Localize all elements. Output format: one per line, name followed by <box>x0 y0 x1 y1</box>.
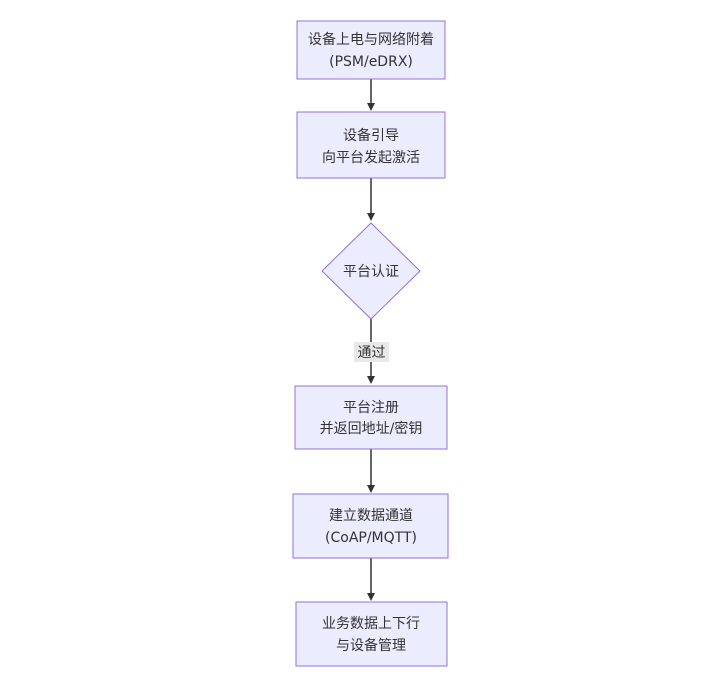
node-box <box>296 20 446 80</box>
node-box <box>292 493 449 559</box>
decision-platform-auth: 平台认证 <box>321 222 421 320</box>
node-label-line: 向平台发起激活 <box>322 149 420 166</box>
node-label-line: 平台认证 <box>343 264 399 280</box>
node-label-line: 业务数据上下行 <box>322 616 420 632</box>
node-label-line: 并返回地址/密钥 <box>320 420 423 437</box>
node-label-line: (PSM/eDRX) <box>329 54 413 70</box>
decision-diamond <box>321 222 421 320</box>
node-business-data: 业务数据上下行 与设备管理 <box>295 601 448 667</box>
node-box <box>294 385 448 450</box>
node-platform-register: 平台注册 并返回地址/密钥 <box>294 385 448 450</box>
node-bootstrap-activate: 设备引导 向平台发起激活 <box>296 111 446 179</box>
edge-label-pass: 通过 <box>354 342 389 362</box>
node-label-line: (CoAP/MQTT) <box>325 530 417 546</box>
edge-label-text: 通过 <box>358 345 386 361</box>
node-box <box>296 111 446 179</box>
node-label-line: 平台注册 <box>343 400 399 416</box>
edge-label-background <box>354 342 389 362</box>
node-label-line: 设备引导 <box>343 127 399 144</box>
node-data-channel: 建立数据通道 (CoAP/MQTT) <box>292 493 449 559</box>
node-label-line: 建立数据通道 <box>329 508 413 524</box>
node-label-line: 设备上电与网络附着 <box>308 31 434 48</box>
node-label-line: 与设备管理 <box>336 637 406 654</box>
node-power-on-network-attach: 设备上电与网络附着 (PSM/eDRX) <box>296 20 446 80</box>
node-box <box>295 601 448 667</box>
